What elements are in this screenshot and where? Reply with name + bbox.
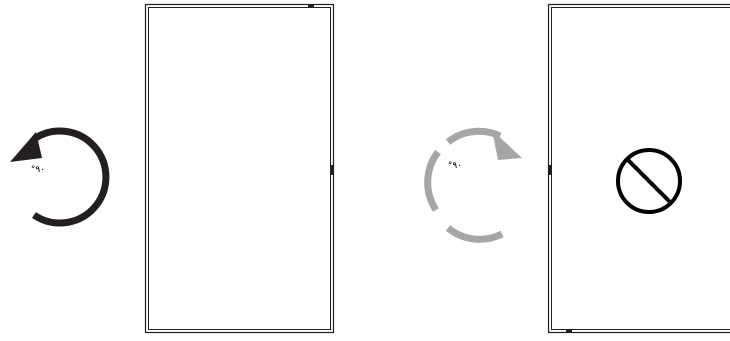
sensor-icon [566,330,572,332]
sensor-icon [308,5,314,7]
no-entry-icon [618,150,680,212]
side-button-icon [330,165,333,175]
counterclockwise-rotate-icon [10,131,106,223]
side-button-icon [549,165,552,175]
rotation-angle-label-left: ٩٠° [31,165,45,175]
clockwise-arrowhead-icon [492,130,522,160]
clockwise-rotate-icon [428,131,502,239]
display-portrait-left [146,5,334,333]
rotation-angle-label-right: ٩٠° [448,161,462,171]
